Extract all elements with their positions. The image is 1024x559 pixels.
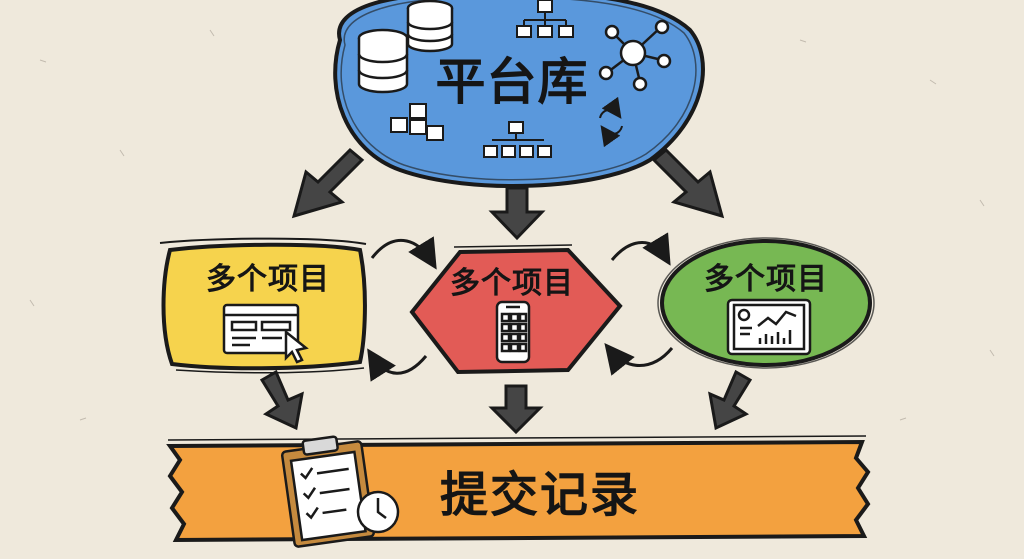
clipboard-checklist-clock-icon [280,435,400,548]
paper-texture [29,29,995,421]
arrow-platform-to-left [291,147,365,219]
arrow-right-to-commit [708,369,753,431]
smartphone-icon [495,300,531,364]
hierarchy-icon [516,0,574,38]
web-window-cursor-icon [222,303,309,364]
project-title-left: 多个项目 [206,262,330,297]
tablet-chart-icon [726,298,812,356]
project-title-mid: 多个项目 [450,266,574,301]
network-icon [598,19,672,92]
arrow-left-to-commit [259,369,304,431]
database-icon [357,0,454,94]
arrow-mid-to-commit [488,384,544,435]
cycle-arrows [367,232,674,382]
cubes-icon [390,103,444,141]
arrow-platform-to-mid [488,186,546,241]
platform-title: 平台库 [435,53,589,111]
project-title-right: 多个项目 [704,262,828,297]
sync-icon [599,96,623,148]
commit-title: 提交记录 [439,467,641,523]
hierarchy-icon-small [483,121,552,158]
arrow-platform-to-right [651,147,725,219]
